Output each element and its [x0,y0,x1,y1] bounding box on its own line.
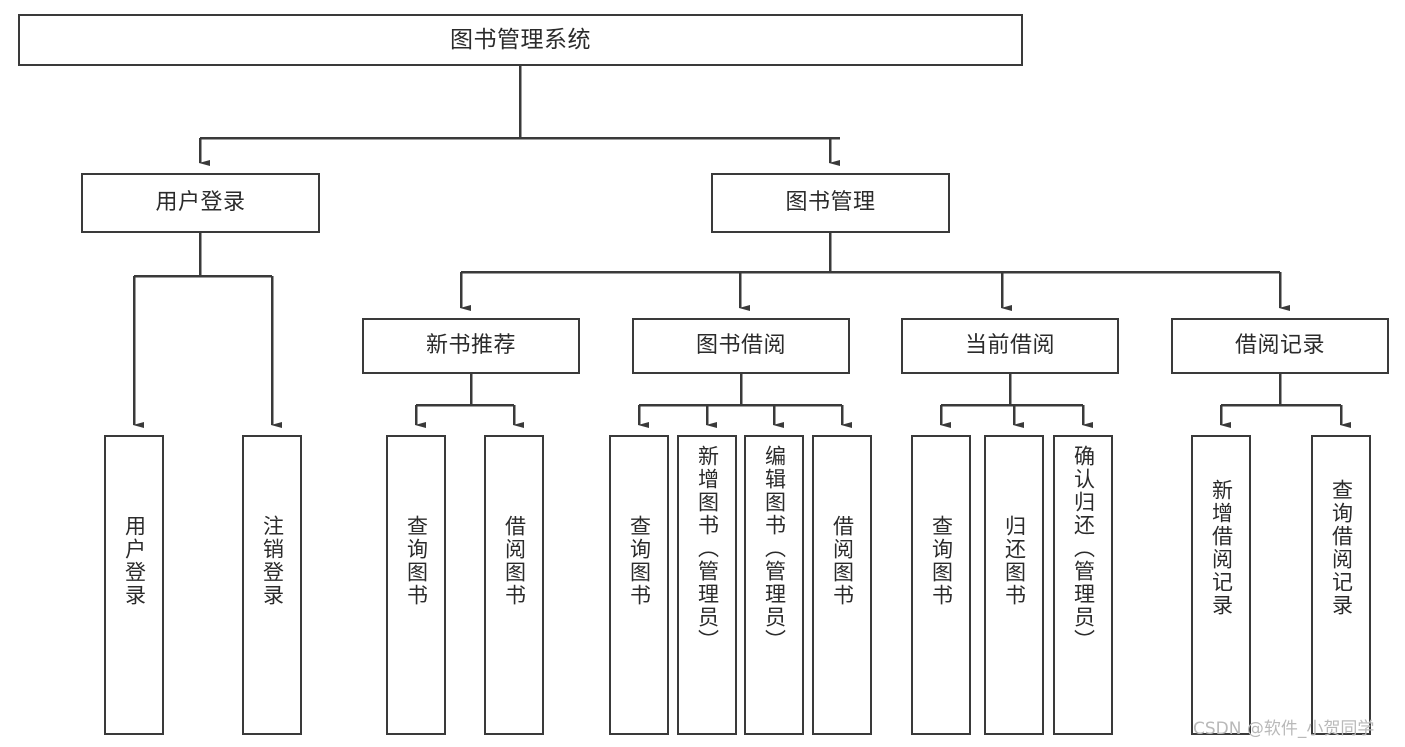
node-leaf-return-book-label: 归还图书 [1002,515,1027,607]
node-leaf-confirm-return-label: 确认归还（管理员） [1071,445,1096,652]
node-leaf-query-book-3-label: 查询图书 [929,515,954,607]
node-new-book-rec[interactable]: 新书推荐 [362,318,580,374]
node-leaf-borrow-book-1-label: 借阅图书 [502,515,527,607]
node-book-manage[interactable]: 图书管理 [711,173,950,233]
node-leaf-user-login-label: 用户登录 [122,515,147,607]
node-leaf-query-record[interactable]: 查询借阅记录 [1311,435,1371,735]
node-leaf-logout-label: 注销登录 [260,515,285,607]
node-leaf-query-record-label: 查询借阅记录 [1329,479,1354,617]
node-leaf-query-book-2-label: 查询图书 [627,515,652,607]
node-current-borrow[interactable]: 当前借阅 [901,318,1119,374]
node-leaf-query-book-2[interactable]: 查询图书 [609,435,669,735]
node-leaf-user-login[interactable]: 用户登录 [104,435,164,735]
node-new-book-rec-label: 新书推荐 [425,333,516,359]
node-leaf-query-book-1[interactable]: 查询图书 [386,435,446,735]
node-leaf-return-book[interactable]: 归还图书 [984,435,1044,735]
node-leaf-edit-book[interactable]: 编辑图书（管理员） [744,435,804,735]
node-leaf-add-book[interactable]: 新增图书（管理员） [677,435,737,735]
node-root-label: 图书管理系统 [450,26,591,53]
node-leaf-add-book-label: 新增图书（管理员） [695,445,720,652]
node-leaf-add-record[interactable]: 新增借阅记录 [1191,435,1251,735]
node-leaf-query-book-1-label: 查询图书 [404,515,429,607]
node-book-manage-label: 图书管理 [785,190,876,216]
node-current-borrow-label: 当前借阅 [964,333,1055,359]
node-leaf-edit-book-label: 编辑图书（管理员） [762,445,787,652]
node-leaf-logout[interactable]: 注销登录 [242,435,302,735]
node-root[interactable]: 图书管理系统 [18,14,1023,66]
node-leaf-query-book-3[interactable]: 查询图书 [911,435,971,735]
node-leaf-borrow-book-1[interactable]: 借阅图书 [484,435,544,735]
node-borrow-record[interactable]: 借阅记录 [1171,318,1389,374]
csdn-watermark: CSDN @软件_小贺同学 [1193,719,1375,739]
node-user-login-label: 用户登录 [155,190,246,216]
node-book-borrow-label: 图书借阅 [695,333,786,359]
node-user-login[interactable]: 用户登录 [81,173,320,233]
node-leaf-confirm-return[interactable]: 确认归还（管理员） [1053,435,1113,735]
node-leaf-borrow-book-2[interactable]: 借阅图书 [812,435,872,735]
node-leaf-add-record-label: 新增借阅记录 [1209,479,1234,617]
node-leaf-borrow-book-2-label: 借阅图书 [830,515,855,607]
node-book-borrow[interactable]: 图书借阅 [632,318,850,374]
node-borrow-record-label: 借阅记录 [1234,333,1325,359]
